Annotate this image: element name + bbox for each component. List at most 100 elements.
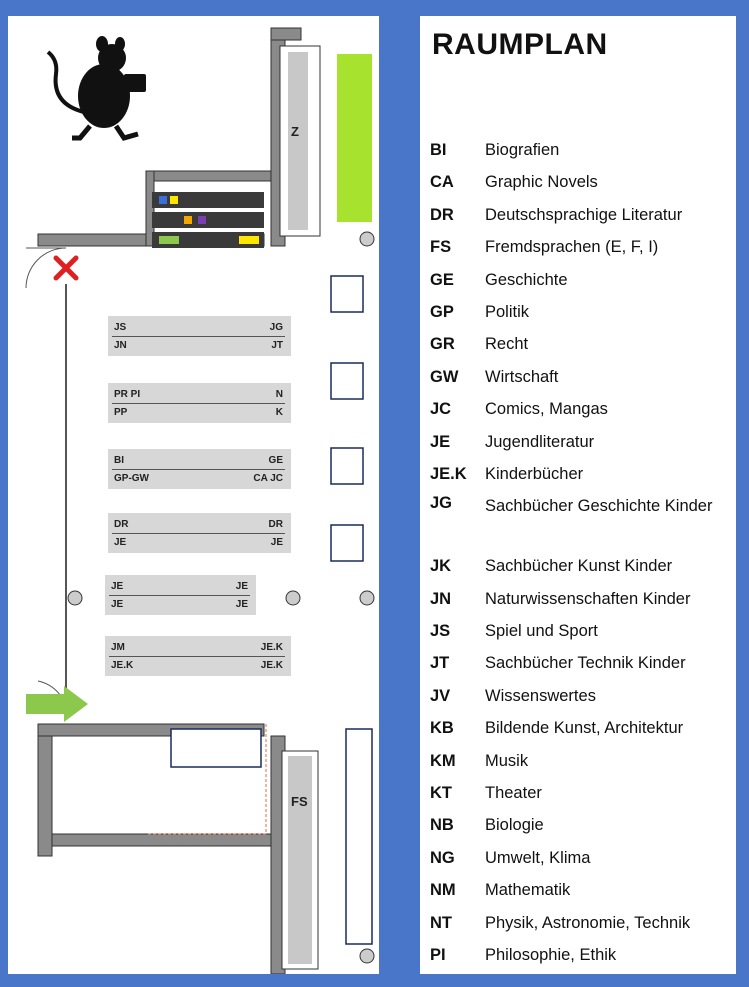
- shelf-bi-ge: BI GE GP-GW CA JC: [108, 449, 291, 489]
- zone-z-shelf: [288, 52, 308, 230]
- shelf-label: JE: [235, 581, 248, 592]
- legend-code: FS: [430, 238, 452, 257]
- zone-label-fs: FS: [291, 794, 308, 809]
- marker-yellow-2: [239, 236, 259, 244]
- shelf-label: JE.K: [260, 642, 283, 653]
- pillar-4: [359, 590, 375, 606]
- legend-code: JS: [430, 622, 451, 641]
- legend-label: Graphic Novels: [485, 173, 598, 192]
- legend-label: Politik: [485, 302, 530, 321]
- legend-code: KB: [430, 719, 454, 738]
- legend-label: Sachbücher Technik Kinder: [485, 654, 686, 673]
- shelf-label: N: [275, 389, 283, 400]
- legend-code: JE: [430, 432, 451, 451]
- legend-item-gw: GW Wirtschaft: [430, 361, 730, 393]
- legend-label: Biologie: [485, 816, 544, 835]
- marker-green: [159, 236, 179, 244]
- legend-code: GW: [430, 367, 459, 386]
- red-x-icon: [53, 255, 79, 281]
- legend-label: Geschichte: [485, 270, 568, 289]
- legend-code: GR: [430, 335, 455, 354]
- legend-label: Spiel und Sport: [485, 622, 598, 641]
- wall-upper-corridor-top: [270, 27, 302, 41]
- floor-plan-drawing: [25, 27, 375, 974]
- legend-label: Philosophie, Ethik: [485, 945, 617, 964]
- pillar-1: [359, 231, 375, 247]
- legend-code: JE.K: [430, 464, 467, 483]
- legend-item-jn: JN Naturwissenschaften Kinder: [430, 583, 730, 615]
- legend-code: JT: [430, 654, 450, 673]
- shelf-label: JN: [114, 340, 127, 351]
- shelf-label: JG: [269, 322, 283, 333]
- table-3: [330, 447, 364, 485]
- zone-fs-shelf: [288, 756, 312, 964]
- dark-shelf-2: [152, 212, 264, 228]
- legend-code: GP: [430, 302, 454, 321]
- shelf-label: GE: [268, 455, 283, 466]
- shelf-label: DR: [114, 519, 129, 530]
- marker-blue: [159, 196, 167, 204]
- shelf-label: CA JC: [253, 473, 283, 484]
- pillar-5: [359, 948, 375, 964]
- legend-label: Recht: [485, 335, 529, 354]
- legend-title: RAUMPLAN: [432, 28, 608, 61]
- shelf-dr-dr: DR DR JE JE: [108, 513, 291, 553]
- shelf-label: JE: [111, 599, 124, 610]
- legend-label: Biografien: [485, 141, 560, 159]
- legend-label: Physik, Astronomie, Technik: [485, 913, 691, 932]
- shelf-label: DR: [268, 519, 283, 530]
- wall-bottom-left-down: [37, 735, 53, 857]
- legend-label: Deutschsprachige Literatur: [485, 205, 683, 224]
- red-annotation: [148, 724, 267, 835]
- legend-code: KT: [430, 784, 452, 803]
- legend-label: Wirtschaft: [485, 367, 559, 386]
- legend-label: Bildende Kunst, Architektur: [485, 719, 684, 738]
- legend-item-jt: JT Sachbücher Technik Kinder: [430, 647, 730, 679]
- shelf-label: JE: [114, 537, 127, 548]
- legend-code: CA: [430, 173, 454, 192]
- floor-plan: Z FS JS JG JN JT PR PI N PP K BI GE GP-G…: [8, 16, 379, 974]
- legend-label: Naturwissenschaften Kinder: [485, 589, 691, 608]
- shelf-label: JE.K: [111, 660, 134, 671]
- marker-orange: [184, 216, 192, 224]
- legend-code: KM: [430, 751, 456, 770]
- legend-item-nt: NT Physik, Astronomie, Technik: [430, 907, 730, 939]
- legend-code: NT: [430, 913, 452, 932]
- green-arrow-icon: [26, 686, 88, 722]
- legend-item-ca: CA Graphic Novels: [430, 166, 730, 198]
- legend-code: NG: [430, 848, 455, 867]
- shelf-pr-n: PR PI N PP K: [108, 383, 291, 423]
- legend-label: Kinderbücher: [485, 464, 584, 483]
- legend-label: Mathematik: [485, 881, 571, 900]
- pillar-2: [67, 590, 83, 606]
- legend-code: JN: [430, 589, 452, 608]
- wall-shelf-block-side: [145, 170, 155, 247]
- legend-label: Wissenswertes: [485, 686, 596, 705]
- dark-shelf-1: [152, 192, 264, 208]
- shelf-label: JM: [111, 642, 125, 653]
- shelf-label: BI: [114, 455, 124, 466]
- shelf-label: GP-GW: [114, 473, 149, 484]
- shelf-divider: [112, 403, 285, 404]
- legend-code: JC: [430, 400, 452, 419]
- legend-code: BI: [430, 141, 447, 159]
- shelf-label: JE: [111, 581, 124, 592]
- legend-item-bi: BI Biografien: [430, 134, 730, 166]
- legend-label: Theater: [485, 784, 542, 803]
- legend-label: Sachbücher Geschichte Kinder: [485, 497, 713, 516]
- legend-code: DR: [430, 205, 454, 224]
- rat-icon: [46, 36, 146, 141]
- wall-shelf-block-top: [145, 170, 272, 182]
- lower-right-shelf: [345, 728, 373, 945]
